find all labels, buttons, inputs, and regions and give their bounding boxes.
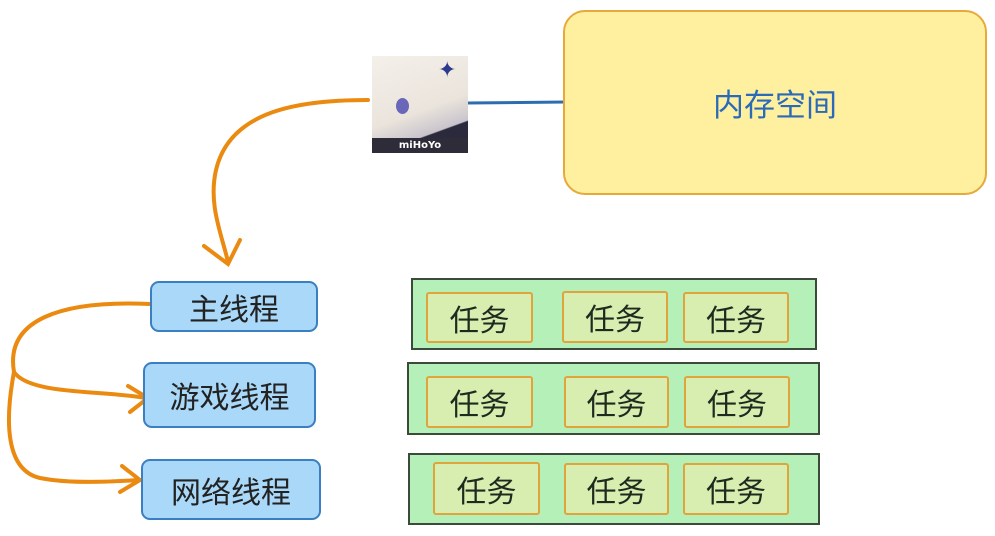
thread-label: 游戏线程 (169, 381, 290, 416)
avatar-image: ✦ miHoYo (372, 56, 468, 153)
thread-network: 网络线程 (141, 459, 321, 520)
main-to-game-arrow (11, 301, 152, 400)
task-label: 任务 (706, 475, 766, 510)
task-box: 任务 (564, 376, 669, 428)
task-label: 任务 (586, 388, 647, 423)
task-box: 任务 (426, 376, 533, 428)
task-label: 任务 (449, 303, 510, 339)
task-box: 任务 (433, 462, 540, 515)
arrowhead-network (118, 464, 144, 494)
avatar-logo: miHoYo (372, 138, 468, 153)
task-box: 任务 (564, 463, 669, 515)
task-box: 任务 (683, 463, 789, 515)
task-label: 任务 (585, 303, 645, 338)
task-label: 任务 (586, 475, 647, 510)
avatar-memory-link (467, 100, 567, 105)
thread-label: 网络线程 (171, 475, 291, 511)
thread-game: 游戏线程 (143, 362, 316, 428)
memory-space-box: 内存空间 (563, 10, 987, 195)
star-icon: ✦ (438, 58, 457, 83)
task-label: 任务 (707, 388, 767, 423)
avatar-to-main-arrow (211, 98, 370, 264)
thread-label: 主线程 (189, 292, 279, 328)
task-box: 任务 (683, 292, 789, 343)
avatar-eye (396, 98, 409, 114)
task-label: 任务 (456, 474, 517, 510)
task-box: 任务 (562, 291, 668, 343)
memory-label: 内存空间 (713, 88, 837, 124)
task-box: 任务 (684, 376, 790, 428)
task-label: 任务 (706, 303, 766, 339)
main-to-network-arrow (6, 370, 140, 484)
task-label: 任务 (449, 388, 510, 423)
arrowhead-main (202, 238, 242, 268)
task-box: 任务 (426, 292, 533, 343)
thread-main: 主线程 (150, 281, 318, 332)
